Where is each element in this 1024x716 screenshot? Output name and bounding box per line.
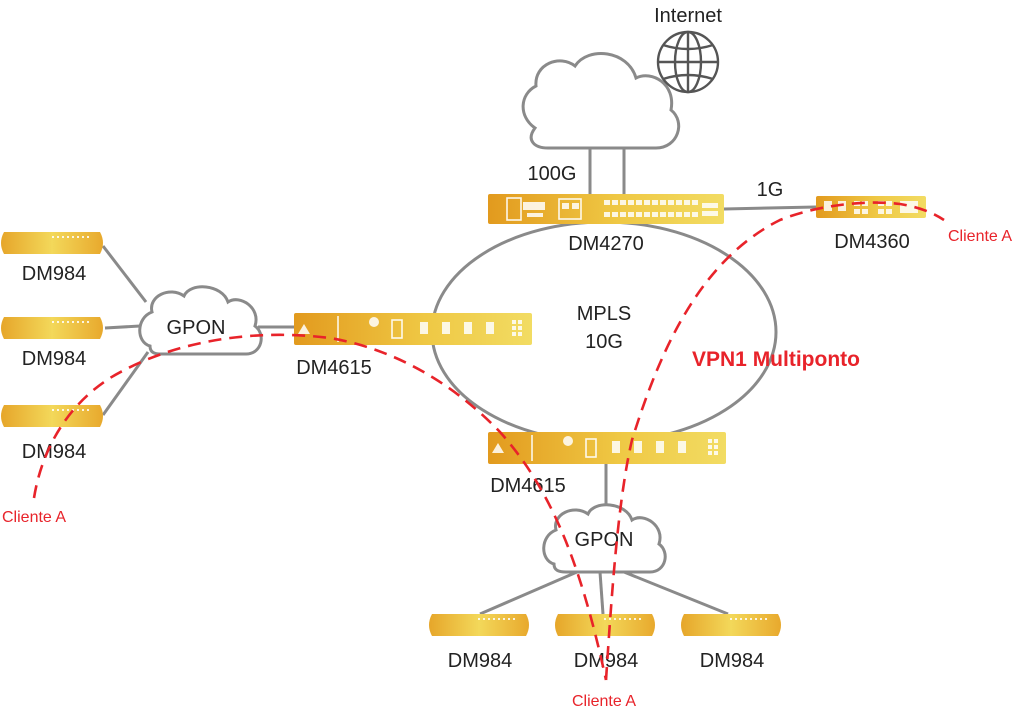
dm4270-switch [488, 194, 724, 224]
onu-left-3-label: DM984 [22, 441, 86, 463]
dm4615-bottom-router [488, 432, 726, 464]
client-bottom-label: Cliente A [572, 693, 636, 710]
onu-left-1-label: DM984 [22, 263, 86, 285]
vpn-path-left [32, 333, 608, 681]
onu-left-2-label: DM984 [22, 348, 86, 370]
vpn-paths [32, 201, 945, 681]
onu-bottom-2 [555, 614, 655, 636]
vpn-label: VPN1 Multiponto [692, 348, 860, 371]
dm4270-label: DM4270 [568, 233, 644, 255]
onu-bottom-3 [681, 614, 781, 636]
onu-bottom-2-label: DM984 [574, 650, 638, 672]
internet-cloud-icon [521, 52, 681, 150]
mpls-speed-label: 10G [585, 331, 623, 353]
client-right-label: Cliente A [948, 228, 1012, 245]
onu-left-1 [1, 232, 103, 254]
globe-icon [656, 30, 720, 94]
vpn-path-right [604, 201, 945, 681]
dm4615-left-router [294, 313, 532, 345]
mpls-label: MPLS [577, 303, 631, 325]
onu-bottom-1-label: DM984 [448, 650, 512, 672]
link-gpon-left-onu-1 [101, 245, 148, 303]
link-1g-label: 1G [757, 179, 784, 201]
gpon-bottom-label: GPON [575, 529, 634, 551]
onu-bottom-3-label: DM984 [700, 650, 764, 672]
gpon-left-label: GPON [167, 317, 226, 339]
client-left-label: Cliente A [2, 509, 66, 526]
link-gpon-bottom-onu-1 [479, 570, 578, 616]
link-gpon-bottom-onu-3 [623, 570, 729, 616]
gpon-bottom-cloud-icon [542, 503, 667, 574]
uplink-100g-label: 100G [528, 163, 577, 185]
link-dm4270-dm4360 [723, 205, 817, 211]
onu-left-2 [1, 317, 103, 339]
dm4615-left-label: DM4615 [296, 357, 372, 379]
onu-left-3 [1, 405, 103, 427]
dm4615-bottom-label: DM4615 [490, 475, 566, 497]
internet-label: Internet [654, 5, 722, 27]
link-gpon-bottom-onu-2 [598, 571, 605, 615]
onu-bottom-1 [429, 614, 529, 636]
link-gpon-left-onu-2 [104, 324, 141, 330]
dm4360-label: DM4360 [834, 231, 910, 253]
link-gpon-left-onu-3 [101, 351, 150, 416]
